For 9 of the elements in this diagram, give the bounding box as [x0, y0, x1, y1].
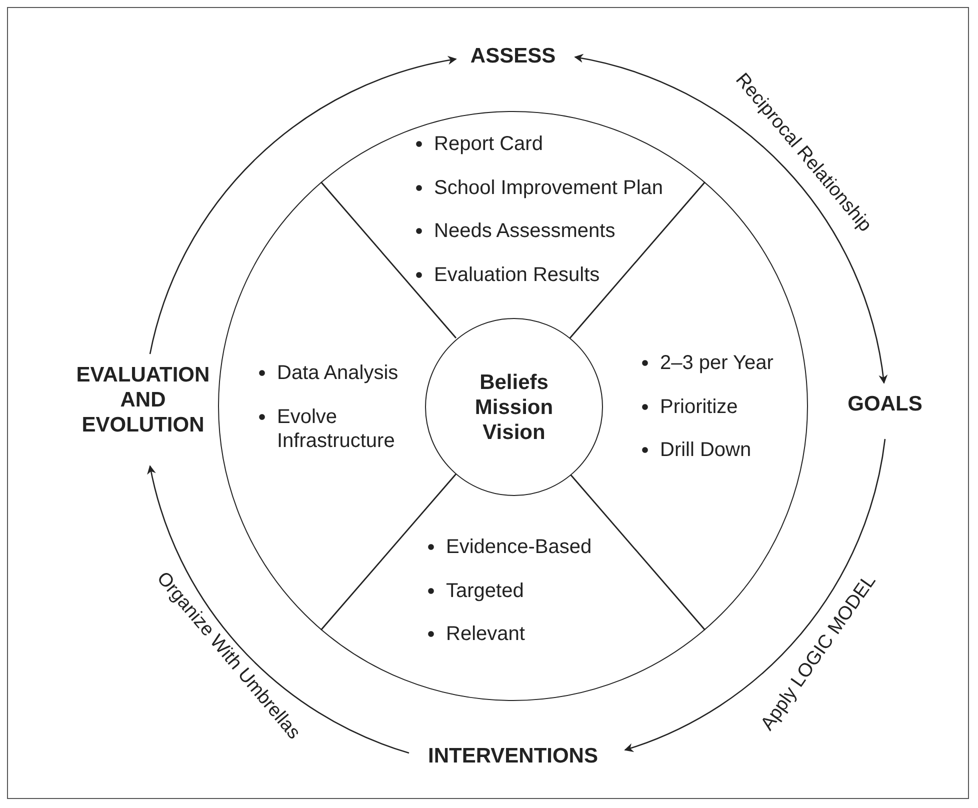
stage-label: EVALUATION AND EVOLUTION [73, 362, 213, 438]
curved-arrow [149, 56, 457, 354]
stage-label: ASSESS [470, 44, 556, 68]
stage-label: GOALS [848, 392, 922, 416]
center-circle: Beliefs Mission Vision [425, 318, 603, 496]
curved-arrow [624, 438, 886, 752]
stage-label: INTERVENTIONS [428, 744, 598, 768]
curved-arrow [574, 54, 888, 384]
curved-arrow [148, 465, 410, 754]
